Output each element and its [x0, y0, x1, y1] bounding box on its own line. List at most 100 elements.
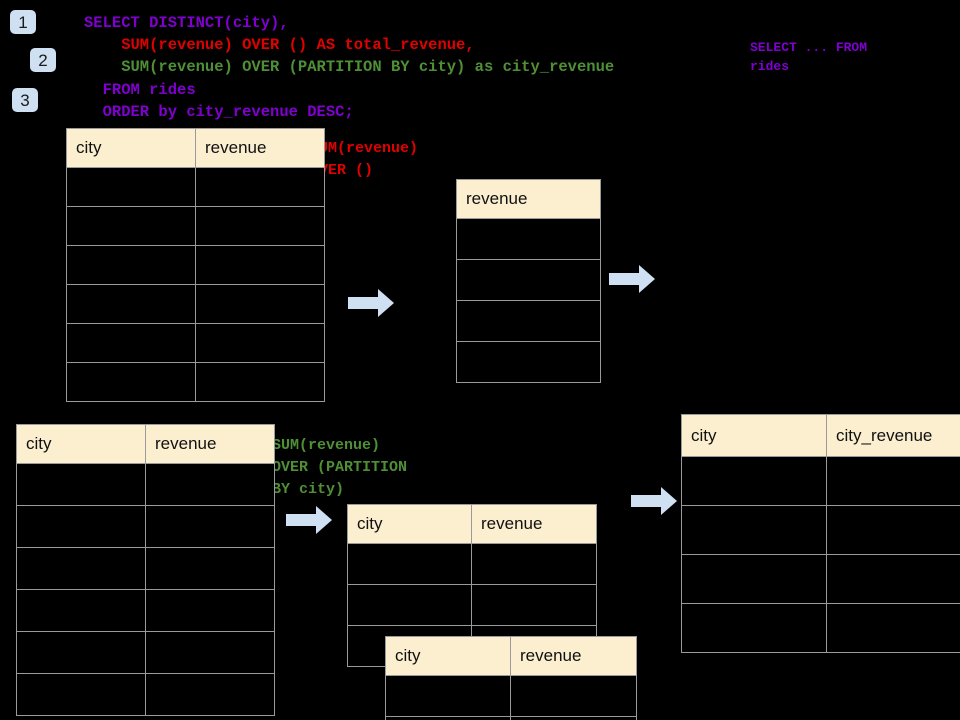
sql-sidenote-select-from-rides: SELECT ... FROM rides: [750, 40, 868, 74]
table-row: [347, 584, 597, 626]
table-body: [385, 675, 637, 720]
annotation-over-empty: SUM(revenue) OVER (): [310, 140, 419, 179]
step-badge-2-label: 2: [38, 50, 48, 70]
column-header-revenue: revenue: [145, 424, 275, 464]
table-header-row: city revenue: [66, 128, 325, 168]
table-cell: [456, 218, 601, 260]
table-cell: [681, 505, 827, 555]
table-cell: [456, 300, 601, 342]
table-row: [456, 259, 601, 301]
column-header-revenue: revenue: [456, 179, 601, 219]
table-cell: [145, 589, 275, 632]
column-header-city: city: [66, 128, 196, 168]
table-row: [16, 673, 275, 716]
table-partition-front: city revenue: [385, 636, 637, 720]
table-total-revenue: revenue: [456, 179, 601, 383]
table-row: [385, 716, 637, 720]
table-cell: [385, 675, 511, 717]
table-cell: [16, 463, 146, 506]
step-badge-1-label: 1: [18, 12, 28, 32]
arrow-right-icon-partition-to-final: [631, 487, 677, 515]
step-badge-1: 1: [10, 10, 36, 34]
table-row: [456, 300, 601, 342]
table-cell: [347, 584, 472, 626]
table-cell: [195, 323, 325, 363]
table-cell: [66, 323, 196, 363]
sql-line-city-revenue: SUM(revenue) OVER (PARTITION BY city) as…: [84, 58, 615, 76]
table-cell: [195, 245, 325, 285]
table-row: [66, 362, 325, 402]
table-row: [16, 505, 275, 548]
table-cell: [471, 543, 597, 585]
column-header-revenue: revenue: [195, 128, 325, 168]
table-row: [681, 505, 960, 555]
table-body: [681, 456, 960, 653]
sql-line-order-by: ORDER by city_revenue DESC;: [84, 103, 354, 121]
table-cell: [66, 167, 196, 207]
table-cell: [16, 505, 146, 548]
table-header-row: city city_revenue: [681, 414, 960, 457]
table-cell: [826, 603, 960, 653]
annotation-over-partition: SUM(revenue) OVER (PARTITION BY city): [272, 437, 408, 498]
table-row: [16, 463, 275, 506]
table-cell: [145, 463, 275, 506]
table-cell: [66, 362, 196, 402]
table-cell: [195, 206, 325, 246]
table-cell: [145, 631, 275, 674]
column-header-city: city: [385, 636, 511, 676]
table-row: [66, 167, 325, 207]
table-cell: [471, 584, 597, 626]
table-row: [347, 543, 597, 585]
table-final-result: city city_revenue: [681, 414, 960, 653]
table-cell: [681, 554, 827, 604]
table-header-row: revenue: [456, 179, 601, 219]
table-cell: [826, 505, 960, 555]
table-cell: [510, 675, 637, 717]
column-header-revenue: revenue: [510, 636, 637, 676]
table-body: [16, 463, 275, 716]
table-cell: [145, 673, 275, 716]
sql-line-select-distinct: SELECT DISTINCT(city),: [84, 14, 289, 32]
column-header-city: city: [347, 504, 472, 544]
column-header-revenue: revenue: [471, 504, 597, 544]
table-row: [66, 206, 325, 246]
table-row: [66, 323, 325, 363]
table-row: [681, 554, 960, 604]
table-cell: [347, 543, 472, 585]
table-cell: [385, 716, 511, 720]
step-badge-3: 3: [12, 88, 38, 112]
column-header-city: city: [681, 414, 827, 457]
table-cell: [145, 505, 275, 548]
table-cell: [681, 603, 827, 653]
table-row: [681, 456, 960, 506]
table-cell: [195, 284, 325, 324]
table-row: [16, 631, 275, 674]
table-cell: [826, 554, 960, 604]
table-row: [66, 245, 325, 285]
table-cell: [16, 589, 146, 632]
table-row: [16, 589, 275, 632]
table-cell: [456, 341, 601, 383]
table-row: [66, 284, 325, 324]
table-row: [456, 218, 601, 260]
table-row: [385, 675, 637, 717]
sql-line-from: FROM rides: [84, 81, 196, 99]
arrow-right-icon-total-to-final: [609, 265, 655, 293]
table-cell: [16, 547, 146, 590]
table-header-row: city revenue: [16, 424, 275, 464]
table-cell: [681, 456, 827, 506]
arrow-right-icon-source-to-partition: [286, 506, 332, 534]
table-cell: [16, 673, 146, 716]
table-header-row: city revenue: [385, 636, 637, 676]
table-cell: [195, 167, 325, 207]
table-cell: [195, 362, 325, 402]
table-cell: [145, 547, 275, 590]
table-cell: [826, 456, 960, 506]
table-header-row: city revenue: [347, 504, 597, 544]
step-badge-3-label: 3: [20, 90, 30, 110]
table-source-top: city revenue: [66, 128, 325, 402]
table-cell: [456, 259, 601, 301]
column-header-city: city: [16, 424, 146, 464]
table-cell: [66, 284, 196, 324]
